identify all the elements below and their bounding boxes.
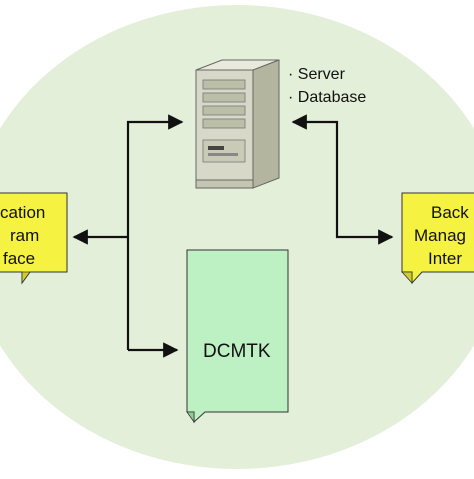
- backend-interface-line-2: Manag: [414, 226, 466, 245]
- backend-interface-line-1: Back: [431, 203, 469, 222]
- server-label: · Server: [288, 66, 346, 83]
- server-tower-icon: [195, 59, 280, 189]
- dcmtk-label: DCMTK: [203, 341, 271, 362]
- connectors: [72, 114, 394, 358]
- application-interface-line-3: face: [3, 249, 35, 268]
- application-interface-line-1: cation: [0, 203, 45, 222]
- backend-interface-box: Back Manag Inter: [401, 192, 474, 285]
- application-interface-box: cation ram face: [0, 192, 68, 285]
- database-label: · Database: [288, 89, 366, 106]
- dcmtk-box: DCMTK: [186, 249, 289, 424]
- backend-interface-line-3: Inter: [428, 249, 462, 268]
- application-interface-line-2: ram: [10, 226, 39, 245]
- arrow-server-backend: [291, 114, 394, 245]
- arrow-to-server: [126, 114, 184, 350]
